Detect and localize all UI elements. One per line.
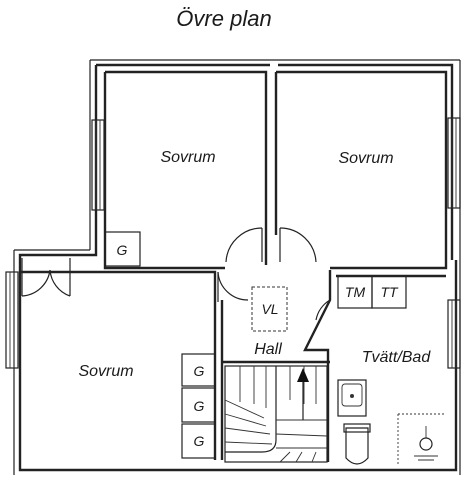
stair-arrow-icon xyxy=(297,368,309,382)
doors xyxy=(21,227,331,321)
closets: G G G G xyxy=(104,231,216,459)
room-label-bedroom-bottom-left: Sovrum xyxy=(78,363,133,380)
closet-label: G xyxy=(194,363,205,379)
shower-area xyxy=(397,413,446,466)
room-label-hall: Hall xyxy=(254,341,282,358)
bathroom-fixtures xyxy=(337,379,446,466)
staircase xyxy=(224,365,328,463)
room-label-bedroom-top-right: Sovrum xyxy=(338,150,393,167)
sink xyxy=(337,379,367,417)
washer-label: TM xyxy=(345,284,366,300)
closet-top-left xyxy=(104,231,141,267)
dryer-label: TT xyxy=(380,284,399,300)
closet-1 xyxy=(181,353,216,387)
ventilation-label: VL xyxy=(261,301,278,317)
plan-title: Övre plan xyxy=(176,6,271,31)
closet-3 xyxy=(181,423,216,459)
laundry-machines xyxy=(337,275,407,309)
closet-label: G xyxy=(194,398,205,414)
shower-drain-icon xyxy=(419,437,433,451)
closet-label: G xyxy=(194,433,205,449)
room-label-laundry-bath: Tvätt/Bad xyxy=(362,349,432,366)
closet-2 xyxy=(181,387,216,423)
toilet-icon xyxy=(345,427,369,465)
closet-label: G xyxy=(117,242,128,258)
ventilation-box xyxy=(251,286,288,332)
room-label-bedroom-top-left: Sovrum xyxy=(160,149,215,166)
windows xyxy=(5,117,461,369)
